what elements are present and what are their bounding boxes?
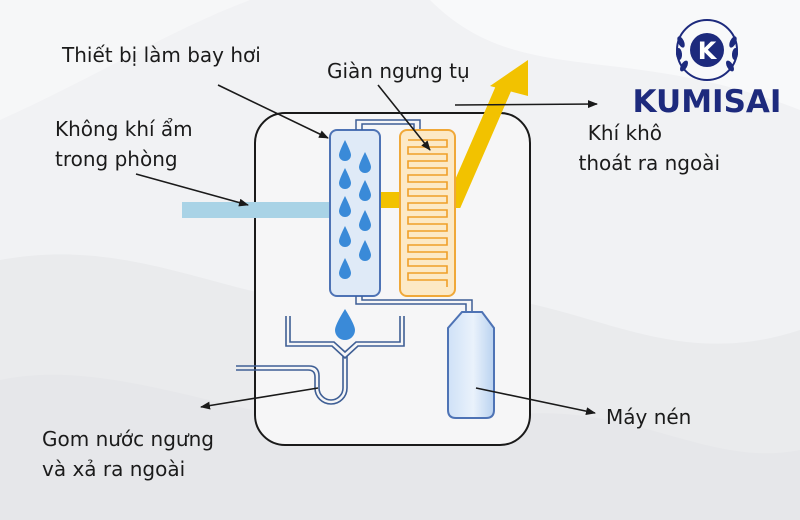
label-humid-air-line-1: Không khí ẩm bbox=[55, 117, 193, 141]
label-water-drain: Gom nước ngưng và xả ra ngoài bbox=[42, 424, 214, 484]
evaporator-droplets bbox=[339, 140, 371, 279]
label-humid-air-line-2: trong phòng bbox=[55, 147, 178, 171]
laurel-icon bbox=[675, 36, 739, 72]
label-compressor: Máy nén bbox=[606, 405, 692, 429]
condenser bbox=[399, 129, 456, 297]
leader-humid-air bbox=[135, 173, 249, 207]
brand-name: KUMISAI bbox=[632, 84, 782, 120]
condenser-coil bbox=[407, 139, 448, 287]
brand-emblem: K bbox=[675, 19, 739, 81]
leader-condenser bbox=[377, 84, 431, 151]
label-dry-air-line-1: Khí khô bbox=[587, 121, 662, 145]
brand-emblem-letter: K bbox=[698, 37, 718, 65]
label-condenser: Giàn ngưng tụ bbox=[327, 59, 470, 83]
coil-pipes bbox=[355, 119, 473, 312]
evaporator bbox=[329, 129, 381, 297]
compressor bbox=[447, 311, 495, 419]
humid-air-flow bbox=[182, 202, 347, 218]
label-humid-air: Không khí ẩm trong phòng bbox=[55, 114, 193, 174]
drain-pipe bbox=[236, 356, 348, 405]
label-dry-air: Khí khô thoát ra ngoài bbox=[560, 118, 720, 178]
label-water-drain-line-2: và xả ra ngoài bbox=[42, 457, 186, 481]
leader-compressor bbox=[475, 387, 596, 416]
label-evaporator: Thiết bị làm bay hơi bbox=[62, 43, 261, 67]
label-water-drain-line-1: Gom nước ngưng bbox=[42, 427, 214, 451]
label-dry-air-line-2: thoát ra ngoài bbox=[578, 151, 720, 175]
leader-water-drain bbox=[200, 387, 319, 410]
falling-water-drop bbox=[335, 309, 355, 340]
drip-tray bbox=[285, 316, 405, 360]
leader-dry-air bbox=[454, 100, 598, 109]
leader-lines bbox=[135, 84, 598, 416]
leader-evaporator bbox=[217, 84, 329, 139]
